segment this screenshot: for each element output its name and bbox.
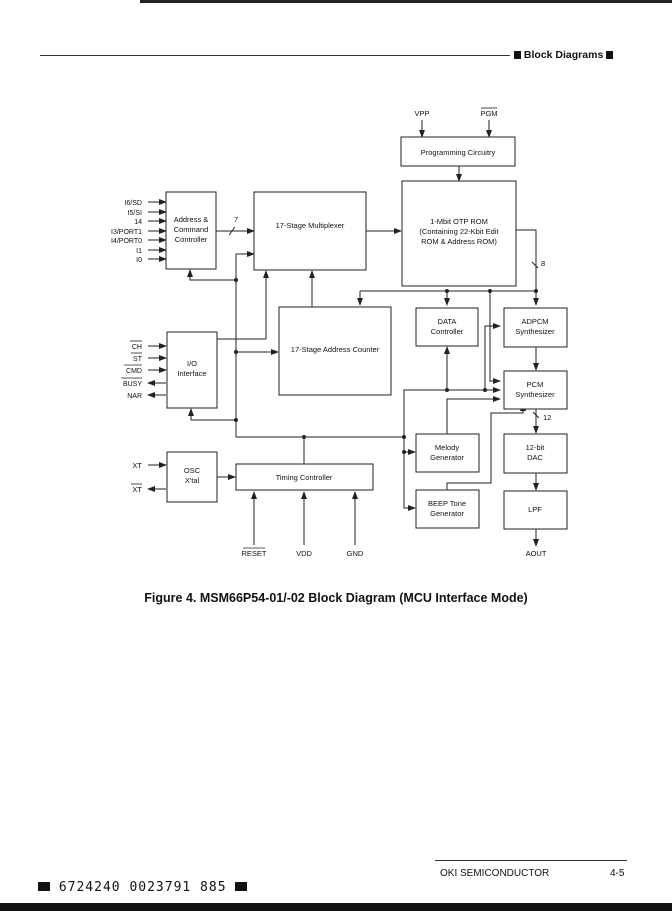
pin-reset: RESET xyxy=(241,549,266,558)
barcode-text: 6724240 0023791 885 xyxy=(58,880,227,895)
svg-text:Generator: Generator xyxy=(430,509,464,518)
pin-vdd: VDD xyxy=(296,549,312,558)
connection-wires xyxy=(147,120,540,547)
svg-text:LPF: LPF xyxy=(528,505,542,514)
svg-text:Synthesizer: Synthesizer xyxy=(515,327,555,336)
svg-text:Programming Circuitry: Programming Circuitry xyxy=(421,148,496,157)
svg-text:PCM: PCM xyxy=(527,380,544,389)
svg-text:DATA: DATA xyxy=(438,317,457,326)
address-command-controller-block: Address & Command Controller xyxy=(165,191,217,270)
svg-text:17-Stage Address Counter: 17-Stage Address Counter xyxy=(291,345,380,354)
wire-io-mux xyxy=(217,270,269,340)
wire-ctrl-adpcm xyxy=(484,323,501,390)
svg-text:17-Stage Multiplexer: 17-Stage Multiplexer xyxy=(276,221,345,230)
svg-text:Controller: Controller xyxy=(431,327,464,336)
svg-text:I/O: I/O xyxy=(187,359,197,368)
svg-text:(Containing 22-Kbit Edit: (Containing 22-Kbit Edit xyxy=(419,227,499,236)
pin-st: ST xyxy=(133,356,143,363)
pin-pgm: PGM xyxy=(480,109,497,118)
pcm-synthesizer-block: PCM Synthesizer xyxy=(503,370,568,410)
svg-text:Timing Controller: Timing Controller xyxy=(276,473,333,482)
pin-labels: VPP PGM I6/SD I5/SI 14 I3/PORT1 I4/PORT0… xyxy=(111,107,551,558)
pin-i6-sd: I6/SD xyxy=(124,200,142,207)
pin-i0: I0 xyxy=(136,257,142,264)
section-header: Block Diagrams xyxy=(514,49,614,61)
barcode-line: 6724240 0023791 885 xyxy=(38,880,248,895)
melody-generator-block: Melody Generator xyxy=(415,433,480,473)
svg-text:Command: Command xyxy=(174,225,209,234)
svg-text:1-Mbit OTP ROM: 1-Mbit OTP ROM xyxy=(430,217,488,226)
square-bullet-icon xyxy=(606,51,614,59)
pin-i5-si: I5/SI xyxy=(128,210,142,217)
svg-text:Melody: Melody xyxy=(435,443,459,452)
svg-text:DAC: DAC xyxy=(527,453,543,462)
pin-i4: 14 xyxy=(134,219,142,226)
footer-company: OKI SEMICONDUCTOR xyxy=(440,868,550,879)
scan-top-edge xyxy=(140,0,672,3)
pin-i1: I1 xyxy=(136,248,142,255)
page-number: 4-5 xyxy=(610,868,625,879)
pin-xt-bar: XT xyxy=(132,485,142,494)
svg-text:Synthesizer: Synthesizer xyxy=(515,390,555,399)
otp-rom-block: 1-Mbit OTP ROM (Containing 22-Kbit Edit … xyxy=(401,180,517,287)
svg-text:Interface: Interface xyxy=(177,369,206,378)
lpf-block: LPF xyxy=(503,490,568,530)
scan-bottom-edge xyxy=(0,903,672,911)
pin-xt: XT xyxy=(132,461,142,470)
dac-block: 12-bit DAC xyxy=(503,433,568,474)
pin-i3-port1: I3/PORT1 xyxy=(111,229,142,236)
wire-beep-pcm xyxy=(446,403,526,490)
wire-control-bus xyxy=(235,254,404,438)
pin-nar: NAR xyxy=(127,393,142,400)
pin-ch: CH xyxy=(132,344,142,351)
svg-text:ADPCM: ADPCM xyxy=(521,317,548,326)
svg-text:Controller: Controller xyxy=(175,235,208,244)
header-rule xyxy=(40,55,510,56)
pin-cmd: CMD xyxy=(126,368,142,375)
wire-ctrl-pcm xyxy=(403,387,501,437)
address-counter-block: 17-Stage Address Counter xyxy=(278,306,392,396)
svg-text:OSC: OSC xyxy=(184,466,201,475)
barcode-block-icon xyxy=(38,882,50,891)
wire-ctrl-beep xyxy=(403,437,416,511)
pin-gnd: GND xyxy=(347,549,364,558)
barcode-block-icon xyxy=(235,882,248,891)
block-diagram: Programming Circuitry 1-Mbit OTP ROM (Co… xyxy=(111,107,568,558)
wire-bus-pcm xyxy=(489,291,501,384)
pin-busy: BUSY xyxy=(123,381,142,388)
bus-slash-8 xyxy=(531,261,539,269)
svg-text:Generator: Generator xyxy=(430,453,464,462)
svg-text:ROM & Address ROM): ROM & Address ROM) xyxy=(421,237,497,246)
footer-rule xyxy=(435,860,627,861)
osc-xtal-block: OSC X'tal xyxy=(166,451,218,503)
bus-width-12: 12 xyxy=(543,413,551,422)
bus-slash-12 xyxy=(532,411,540,419)
timing-controller-block: Timing Controller xyxy=(235,463,374,491)
svg-text:BEEP Tone: BEEP Tone xyxy=(428,499,466,508)
svg-text:X'tal: X'tal xyxy=(185,476,200,485)
section-title: Block Diagrams xyxy=(523,49,604,61)
svg-text:12-bit: 12-bit xyxy=(526,443,546,452)
figure-caption: Figure 4. MSM66P54-01/-02 Block Diagram … xyxy=(144,591,528,605)
wire-ctrl-io xyxy=(188,408,236,421)
svg-text:Address &: Address & xyxy=(174,215,209,224)
pin-aout: AOUT xyxy=(526,549,547,558)
data-controller-block: DATA Controller xyxy=(415,307,479,347)
pin-vpp: VPP xyxy=(414,109,429,118)
bus-width-7: 7 xyxy=(234,215,238,224)
programming-circuitry-block: Programming Circuitry xyxy=(400,136,516,167)
beep-tone-generator-block: BEEP Tone Generator xyxy=(415,489,480,529)
wire-melody-pcm xyxy=(446,396,501,434)
addr-input-wires xyxy=(148,199,167,262)
wire-ctrl-addr xyxy=(187,269,236,281)
multiplexer-block: 17-Stage Multiplexer xyxy=(253,191,367,271)
io-interface-block: I/O Interface xyxy=(166,331,218,409)
bus-slash-7 xyxy=(228,226,236,236)
adpcm-synthesizer-block: ADPCM Synthesizer xyxy=(503,307,568,348)
junction-dots xyxy=(234,278,538,454)
wire-rom-out xyxy=(516,229,537,291)
square-bullet-icon xyxy=(514,51,521,59)
bus-width-8: 8 xyxy=(541,259,545,268)
pin-i4-port0: I4/PORT0 xyxy=(111,238,142,245)
